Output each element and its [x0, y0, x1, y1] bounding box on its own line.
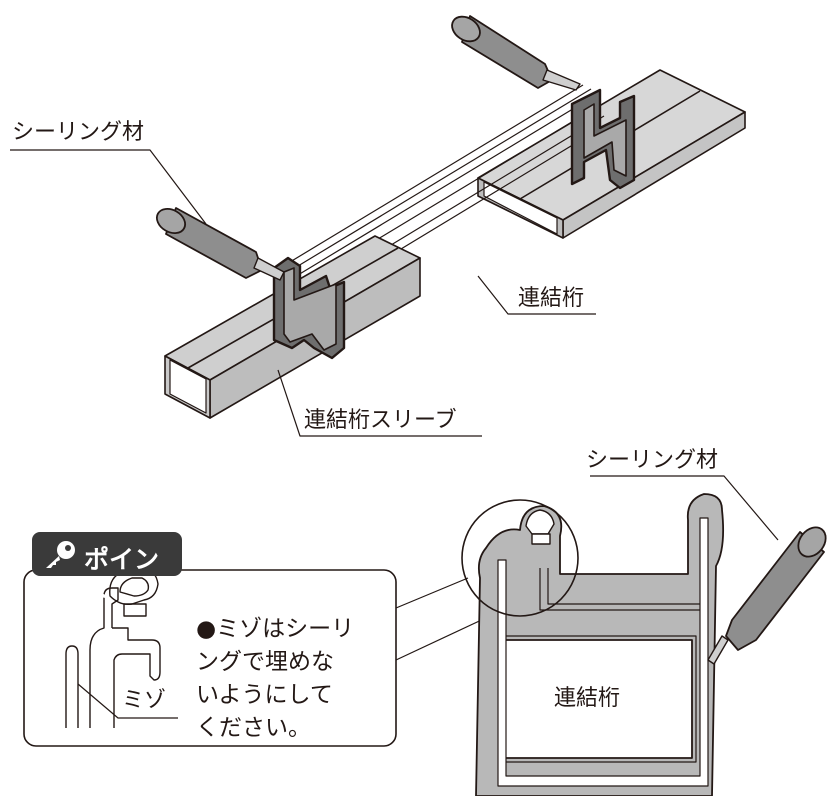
key-icon — [46, 541, 75, 568]
label-girder-sleeve: 連結桁スリーブ — [304, 408, 457, 433]
label-connecting-girder: 連結桁 — [518, 286, 585, 311]
detail-callout-circle — [461, 499, 579, 617]
label-groove: ミゾ — [122, 688, 167, 713]
point-note: ●ミゾはシーリ ングで埋めな いようにして ください。 — [196, 616, 355, 741]
sealant-cartridge-bottom-right — [707, 526, 827, 665]
sealant-cartridge-left — [155, 207, 285, 281]
point-badge: ポイント — [32, 532, 182, 610]
leader-connecting-girder — [477, 275, 596, 315]
left-gasket-frame — [272, 256, 346, 360]
sealant-cartridge-top-right — [451, 15, 581, 91]
label-connecting-girder-detail: 連結桁 — [554, 686, 621, 711]
point-box-frame — [23, 569, 397, 747]
detail-cross-section — [461, 493, 725, 796]
leader-sealant-top — [10, 149, 207, 225]
leader-groove — [77, 683, 178, 719]
label-sealant-detail: シーリング材 — [586, 448, 719, 473]
leader-sealant-detail — [590, 475, 779, 541]
leader-point-to-detail-2 — [395, 615, 491, 661]
leader-girder-sleeve — [277, 369, 482, 437]
label-sealant-top: シーリング材 — [12, 120, 145, 145]
right-gasket-frame — [570, 88, 636, 190]
point-badge-label: ポイント — [84, 545, 160, 610]
leader-point-to-detail — [395, 577, 469, 609]
